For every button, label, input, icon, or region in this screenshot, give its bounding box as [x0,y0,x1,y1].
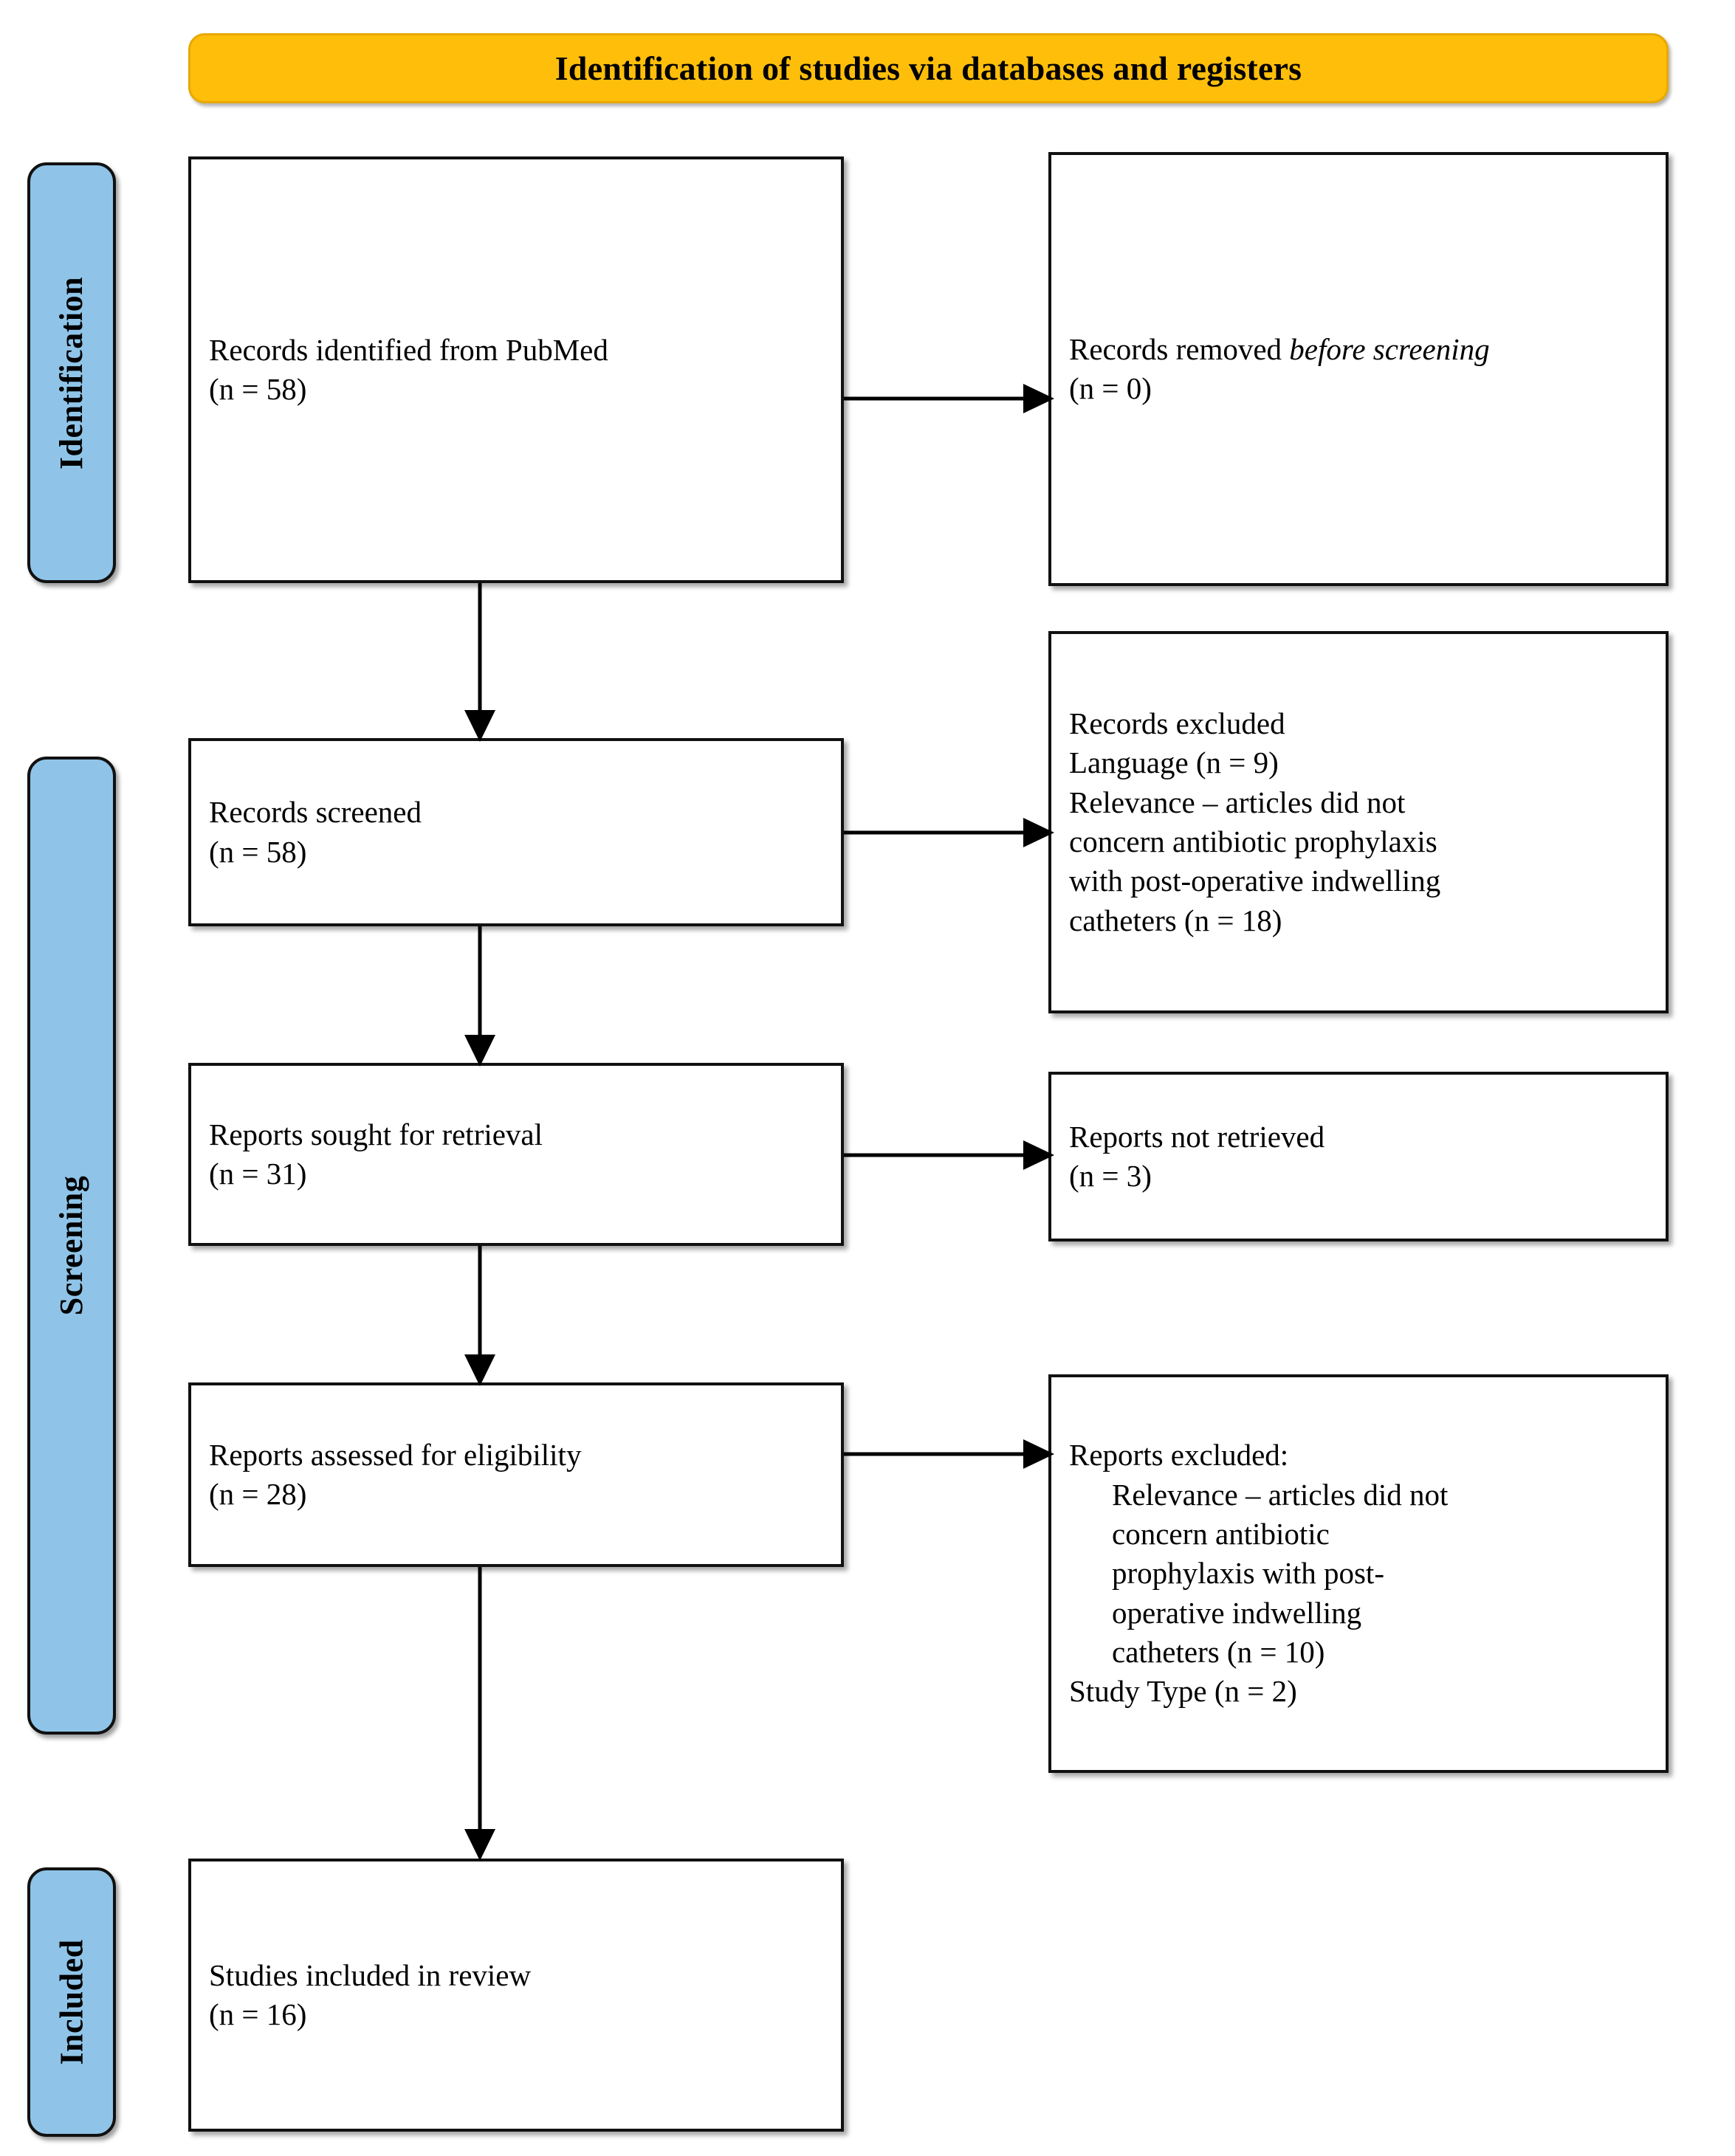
page-title: Identification of studies via databases … [554,49,1302,87]
arrow-sought-to-assessed [461,1246,498,1386]
stage-label-included-text: Included [53,1939,90,2065]
box-records-screened-line1: Records screened [209,795,422,830]
diagram-header-banner: Identification of studies via databases … [188,33,1669,103]
box-reports-excluded-line5: operative indwelling [1112,1595,1362,1630]
box-records-screened-line2: (n = 58) [209,834,307,869]
box-reports-sought: Reports sought for retrieval (n = 31) [188,1063,844,1246]
arrow-screened-to-sought [461,926,498,1067]
box-reports-excluded-text: Reports excluded: Relevance – articles d… [1051,1436,1666,1711]
box-reports-excluded-line6: catheters (n = 10) [1112,1634,1325,1669]
box-reports-not-retrieved-text: Reports not retrieved (n = 3) [1051,1117,1666,1196]
arrow-identified-to-removed [844,380,1054,417]
arrow-sought-to-not-retrieved [844,1137,1054,1174]
box-reports-assessed-text: Reports assessed for eligibility (n = 28… [191,1436,841,1515]
box-reports-excluded: Reports excluded: Relevance – articles d… [1048,1374,1669,1773]
box-reports-excluded-line2: Relevance – articles did not [1112,1477,1449,1512]
box-records-identified-line2: (n = 58) [209,372,307,406]
box-records-excluded-line2: Language (n = 9) [1069,745,1279,780]
box-records-removed-line1-italic: before screening [1289,331,1490,366]
arrow-screened-to-records-excluded [844,814,1054,851]
box-records-removed-text: Records removed before screening (n = 0) [1051,330,1666,409]
box-records-identified-text: Records identified from PubMed (n = 58) [191,331,841,410]
box-records-excluded-line3: Relevance – articles did not [1069,785,1406,819]
box-reports-sought-text: Reports sought for retrieval (n = 31) [191,1115,841,1194]
stage-label-screening: Screening [27,757,116,1735]
stage-label-identification: Identification [27,162,116,583]
box-records-identified-line1: Records identified from PubMed [209,332,608,367]
box-reports-assessed-line2: (n = 28) [209,1477,307,1511]
box-records-removed-line1-plain: Records removed [1069,331,1290,366]
box-records-removed: Records removed before screening (n = 0) [1048,152,1669,586]
box-records-removed-line1: Records removed before screening [1069,330,1651,369]
box-reports-assessed: Reports assessed for eligibility (n = 28… [188,1382,844,1567]
box-studies-included-line1: Studies included in review [209,1957,532,1992]
box-records-removed-line2: (n = 0) [1069,371,1152,405]
box-reports-not-retrieved: Reports not retrieved (n = 3) [1048,1072,1669,1241]
box-reports-sought-line1: Reports sought for retrieval [209,1117,543,1151]
box-reports-excluded-line4: prophylaxis with post- [1112,1556,1384,1591]
arrow-assessed-to-included [461,1567,498,1861]
box-reports-not-retrieved-line2: (n = 3) [1069,1159,1152,1193]
box-records-excluded: Records excluded Language (n = 9) Releva… [1048,631,1669,1013]
arrow-assessed-to-reports-excluded [844,1436,1054,1473]
box-reports-excluded-line3: concern antibiotic [1112,1517,1330,1551]
box-studies-included-text: Studies included in review (n = 16) [191,1956,841,2035]
box-reports-not-retrieved-line1: Reports not retrieved [1069,1119,1325,1154]
box-reports-sought-line2: (n = 31) [209,1157,307,1191]
box-records-excluded-text: Records excluded Language (n = 9) Releva… [1051,704,1666,940]
box-records-identified: Records identified from PubMed (n = 58) [188,156,844,583]
box-reports-excluded-line7: Study Type (n = 2) [1069,1674,1297,1709]
stage-label-identification-text: Identification [53,276,90,469]
box-studies-included: Studies included in review (n = 16) [188,1859,844,2132]
stage-label-included: Included [27,1867,116,2137]
box-studies-included-line2: (n = 16) [209,1997,307,2031]
stage-label-screening-text: Screening [53,1175,90,1316]
box-reports-assessed-line1: Reports assessed for eligibility [209,1437,582,1472]
box-records-excluded-line5: with post-operative indwelling [1069,864,1441,898]
box-records-excluded-line6: catheters (n = 18) [1069,903,1282,937]
box-records-excluded-line4: concern antibiotic prophylaxis [1069,824,1437,858]
box-records-screened: Records screened (n = 58) [188,738,844,926]
box-records-screened-text: Records screened (n = 58) [191,793,841,872]
arrow-identified-to-screened [461,583,498,742]
box-reports-excluded-line1: Reports excluded: [1069,1438,1289,1473]
box-records-excluded-line1: Records excluded [1069,706,1285,741]
